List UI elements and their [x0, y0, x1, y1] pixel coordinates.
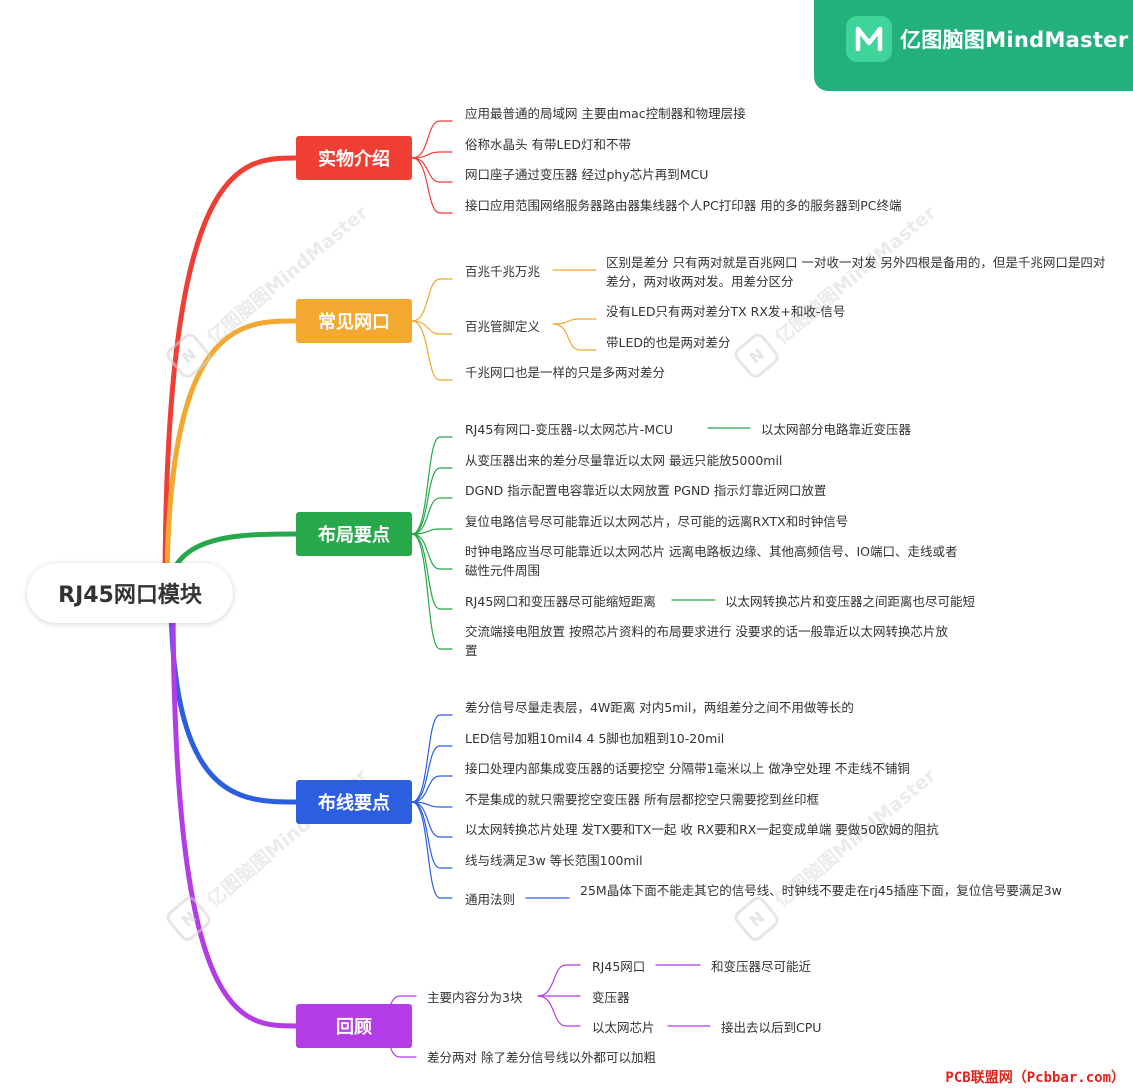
connector-line — [162, 155, 299, 596]
leaf-topic[interactable]: DGND 指示配置电容靠近以太网放置 PGND 指示灯靠近网口放置 — [465, 483, 827, 498]
leaf-topic[interactable]: RJ45有网口-变压器-以太网芯片-MCU — [465, 422, 673, 437]
leaf-topic[interactable]: 接口处理内部集成变压器的话要挖空 分隔带1毫米以上 做净空处理 不走线不铺铜 — [465, 761, 910, 776]
leaf-topic[interactable]: 线与线满足3w 等长范围100mil — [465, 853, 643, 868]
connector-line — [552, 323, 597, 351]
leaf-topic[interactable]: 俗称水晶头 有带LED灯和不带 — [465, 137, 631, 152]
brand-name: 亿图脑图MindMaster — [900, 28, 1129, 52]
connector-line — [411, 497, 453, 535]
connector-line — [411, 157, 453, 214]
leaf-topic[interactable]: 交流端接电阻放置 按照芯片资料的布局要求进行 没要求的话一般靠近以太网转换芯片放… — [465, 624, 948, 658]
leaf-topic[interactable]: RJ45网口和变压器尽可能缩短距离 — [465, 594, 656, 609]
connector-line — [411, 436, 453, 535]
connector-line — [537, 964, 581, 997]
leaf-topic[interactable]: 从变压器出来的差分尽量靠近以太网 最远只能放5000mil — [465, 453, 783, 468]
leaf-topic[interactable]: 以太网转换芯片处理 发TX要和TX一起 收 RX要和RX一起变成单端 要做50欧… — [465, 822, 939, 837]
connector-line — [411, 278, 453, 322]
leaf-topic[interactable]: 通用法则 — [465, 892, 516, 907]
branch-topic-common-ports[interactable]: 常见网口 — [296, 299, 412, 343]
connector-line — [170, 590, 299, 1029]
leaf-topic[interactable]: 复位电路信号尽可能靠近以太网芯片，尽可能的远离RXTX和时钟信号 — [465, 514, 849, 529]
connector-line — [411, 157, 453, 183]
leaf-topic[interactable]: 带LED的也是两对差分 — [606, 335, 731, 350]
leaf-topic[interactable]: 差分两对 除了差分信号线以外都可以加粗 — [427, 1050, 656, 1065]
connector-line — [411, 320, 453, 381]
brand-banner[interactable]: 亿图脑图MindMaster — [814, 0, 1133, 91]
leaf-topic[interactable]: 时钟电路应当尽可能靠近以太网芯片 远离电路板边缘、其他高频信号、IO端口、走线或… — [465, 544, 958, 578]
connector-line — [411, 533, 453, 610]
leaf-topic[interactable]: 网口座子通过变压器 经过phy芯片再到MCU — [465, 167, 709, 182]
connector-line — [411, 801, 453, 869]
connector-line — [411, 801, 453, 899]
connector-line — [164, 318, 299, 596]
leaf-topic[interactable]: 变压器 — [592, 990, 630, 1005]
connector-line — [411, 120, 453, 159]
connector-line — [411, 533, 453, 650]
connector-line — [411, 151, 453, 159]
leaf-topic[interactable]: 接出去以后到CPU — [721, 1020, 822, 1035]
leaf-topic[interactable]: RJ45网口 — [592, 959, 646, 974]
leaf-topic[interactable]: 差分信号尽量走表层，4W距离 对内5mil，两组差分之间不用做等长的 — [465, 700, 854, 715]
mindmaster-logo-icon — [846, 16, 892, 62]
connector-line — [411, 528, 453, 535]
leaf-topic[interactable]: 主要内容分为3块 — [427, 990, 523, 1005]
leaf-topic[interactable]: 没有LED只有两对差分TX RX发+和收-信号 — [606, 304, 846, 319]
branch-topic-layout-points[interactable]: 布局要点 — [296, 512, 412, 556]
connector-line — [411, 467, 453, 535]
branch-topic-physical-intro[interactable]: 实物介绍 — [296, 136, 412, 180]
root-topic[interactable]: RJ45网口模块 — [27, 563, 233, 623]
connector-line — [411, 533, 453, 570]
leaf-topic[interactable]: LED信号加粗10mil4 4 5脚也加粗到10-20mil — [465, 731, 725, 746]
connector-line — [411, 801, 453, 838]
connector-line — [168, 590, 299, 805]
connector-line — [552, 318, 597, 325]
leaf-topic[interactable]: 百兆管脚定义 — [465, 319, 541, 334]
connector-line — [411, 745, 453, 803]
leaf-topic[interactable]: 接口应用范围网络服务器路由器集线器个人PC打印器 用的多的服务器到PC终端 — [465, 198, 902, 213]
leaf-topic[interactable]: 不是集成的就只需要挖空变压器 所有层都挖空只需要挖到丝印框 — [465, 792, 819, 807]
connector-line — [411, 320, 453, 335]
leaf-topic[interactable]: 百兆千兆万兆 — [465, 264, 541, 279]
branch-topic-review[interactable]: 回顾 — [296, 1004, 412, 1048]
leaf-topic[interactable]: 千兆网口也是一样的只是多两对差分 — [465, 365, 666, 380]
leaf-topic[interactable]: 以太网部分电路靠近变压器 — [761, 422, 912, 437]
connector-line — [411, 801, 453, 808]
footer-credit: PCB联盟网（Pcbbar.com） — [945, 1070, 1125, 1086]
leaf-topic[interactable]: 以太网芯片 — [592, 1020, 655, 1035]
connector-line — [411, 775, 453, 803]
leaf-topic[interactable]: 以太网转换芯片和变压器之间距离也尽可能短 — [725, 594, 976, 609]
connector-line — [537, 995, 581, 1027]
leaf-topic[interactable]: 区别是差分 只有两对就是百兆网口 一对收一对发 另外四根是备用的，但是千兆网口是… — [606, 255, 1106, 289]
leaf-topic[interactable]: 25M晶体下面不能走其它的信号线、时钟线不要走在rj45插座下面，复位信号要满足… — [580, 883, 1062, 898]
leaf-topic[interactable]: 和变压器尽可能近 — [711, 959, 812, 974]
leaf-topic[interactable]: 应用最普通的局域网 主要由mac控制器和物理层接 — [465, 106, 746, 121]
connector-line — [411, 714, 453, 803]
branch-topic-routing-points[interactable]: 布线要点 — [296, 780, 412, 824]
